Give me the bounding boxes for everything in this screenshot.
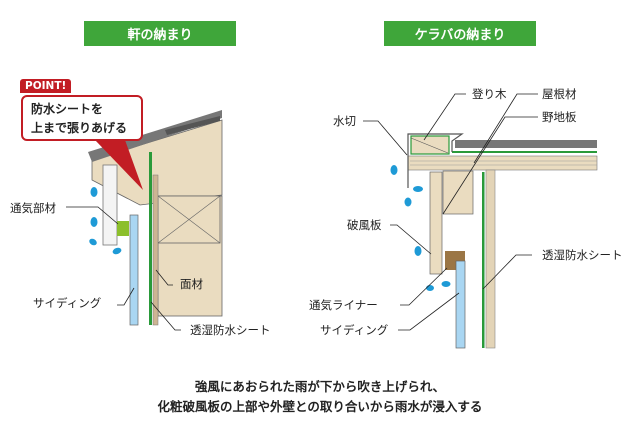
point-text-line1: 防水シートを — [31, 102, 104, 116]
verge-siding — [455, 260, 466, 349]
point-text-line2: 上まで張りあげる — [31, 121, 128, 135]
eave-panel — [152, 174, 159, 326]
eave-siding — [129, 214, 139, 326]
eave-roof-ridges — [165, 116, 220, 135]
eave-fascia — [102, 164, 118, 246]
caption-line2: 化粧破風板の上部や外壁との取り合いから雨水が浸入する — [157, 399, 483, 414]
label-siding-right: サイディング — [320, 323, 389, 337]
label-bargeboard: 破風板 — [347, 218, 382, 232]
verge-underlay — [452, 151, 597, 153]
caption-line1: 強風にあおられた雨が下から吹き上げられ、 — [194, 379, 446, 394]
verge-title: ケラバの納まり — [384, 21, 536, 46]
verge-diagram: 登り木 屋根材 野地板 水切 破風板 透湿防水シート 通気ライナー サイディング — [309, 87, 623, 349]
eave-diagram: 通気部材 面材 サイディング 透湿防水シート — [10, 110, 271, 337]
point-callout: 防水シートを 上まで張りあげる — [21, 95, 143, 141]
eave-title: 軒の納まり — [84, 21, 236, 46]
label-sheet-right: 透湿防水シート — [542, 248, 623, 262]
verge-bargeboard — [429, 171, 443, 275]
label-vent-member: 通気部材 — [10, 201, 56, 215]
verge-sheathing — [407, 155, 598, 171]
verge-sheet — [482, 172, 485, 348]
point-tag: POINT! — [20, 79, 72, 93]
rain-drops-left — [89, 187, 122, 255]
verge-stud — [485, 169, 496, 349]
label-flashing: 水切 — [333, 114, 356, 128]
verge-roofing — [455, 140, 597, 148]
label-panel: 面材 — [180, 277, 203, 291]
eave-sheet — [149, 152, 152, 325]
label-roofing: 屋根材 — [542, 87, 577, 101]
verge-flashing — [407, 133, 464, 188]
label-vent-liner: 通気ライナー — [309, 298, 378, 312]
point-pointer — [95, 140, 143, 190]
eave-vent-member — [117, 221, 129, 236]
label-sheathing: 野地板 — [542, 110, 577, 124]
label-siding-left: サイディング — [33, 296, 102, 310]
label-noboriki: 登り木 — [472, 87, 507, 101]
label-sheet-left: 透湿防水シート — [190, 323, 271, 337]
